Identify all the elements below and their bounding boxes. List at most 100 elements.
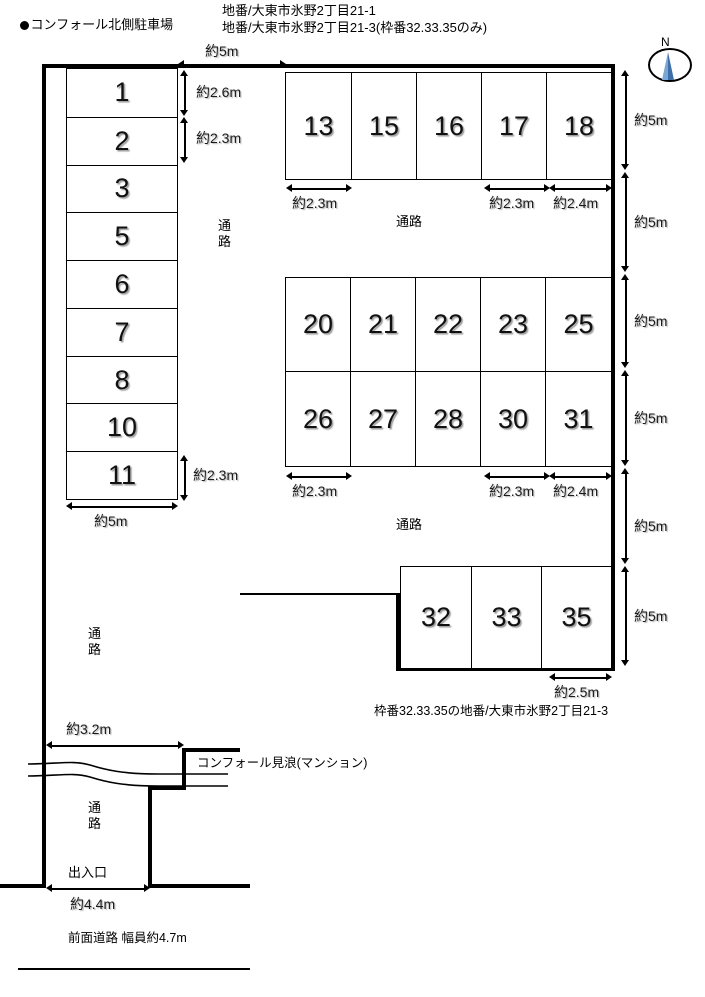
dim-label-west-block-width: 約5m [94,513,128,529]
dim-label-right-2: 約5m [634,214,668,230]
dim-arrow-right-5 [621,468,630,564]
aisle-label-top-center: 通路 [396,214,423,229]
front-road-far-edge [18,968,250,970]
parking-stall[interactable]: 16 [416,73,481,179]
parking-stall[interactable]: 25 [546,278,611,372]
parking-stall[interactable]: 33 [471,567,541,668]
parking-block-west: 1 2 3 5 6 7 8 10 11 [66,68,178,500]
aisle-label-bottom-left: 通 路 [88,800,102,832]
dim-label-north-left-width: 約2.3m [292,195,338,211]
dim-arrow-stall2-depth [180,117,189,163]
boundary-left [42,64,46,888]
dim-label-entrance: 約4.4m [70,896,116,912]
parking-stall[interactable]: 3 [67,164,177,213]
parking-block-north: 13 15 16 17 18 [285,72,612,180]
parking-stall[interactable]: 28 [416,372,481,466]
aisle-label-mid-center: 通路 [396,517,423,532]
mansion-boundary-left-lower [148,786,152,888]
parking-stall[interactable]: 26 [286,372,351,466]
dim-label-north-end-width: 約2.4m [553,195,599,211]
dim-arrow-entry-inner [46,741,184,750]
boundary-thin-west [240,593,398,595]
front-road-edge-left [0,884,46,888]
boundary-bottom-right [396,667,615,671]
parking-block-south: 32 33 35 [400,566,612,669]
compass-needle-left [662,52,668,80]
dim-label-center-left-width: 約2.3m [292,483,338,499]
compass-needle-right [668,52,674,80]
note-lot-32-33-35: 枠番32.33.35の地番/大東市氷野2丁目21-3 [374,704,609,718]
dim-arrow-center-end-width [549,472,612,481]
bullet-icon [20,20,30,30]
parking-stall[interactable]: 2 [67,116,177,165]
dim-label-stall2-depth: 約2.3m [196,130,242,146]
dim-arrow-stall1-depth [180,70,189,116]
parking-stall[interactable]: 13 [303,110,334,141]
dim-arrow-top-aisle [178,60,286,69]
dim-arrow-right-2 [621,172,630,272]
parking-stall[interactable]: 23 [481,278,546,372]
dim-arrow-center-right-width [484,472,550,481]
dim-arrow-west-block-width [66,502,178,511]
mansion-boundary-top [182,748,240,752]
dim-label-center-end-width: 約2.4m [553,483,599,499]
mansion-boundary-step [148,786,186,790]
compass-north-label: N [661,35,670,49]
dim-label-center-right-width: 約2.3m [489,483,535,499]
dim-arrow-right-4 [621,370,630,466]
parking-stall[interactable]: 27 [351,372,416,466]
parking-stall[interactable]: 11 [67,451,177,499]
parking-stall[interactable]: 22 [416,278,481,372]
parking-stall[interactable]: 18 [546,73,611,179]
dim-arrow-center-left-width [286,472,352,481]
dim-arrow-north-right-width [484,184,550,193]
dim-label-entry-inner: 約3.2m [66,721,112,737]
parking-stall[interactable]: 15 [351,73,416,179]
parking-stall[interactable]: 8 [67,355,177,404]
dim-arrow-north-end-width [549,184,612,193]
mansion-boundary-left-upper [182,748,186,790]
dim-arrow-entrance [46,884,150,893]
parking-stall[interactable]: 21 [351,278,416,372]
front-road-edge-right [148,884,250,888]
note-mansion: コンフォール見浪(マンション) [197,756,368,770]
parking-stall[interactable]: 5 [67,212,177,260]
parking-stall[interactable]: 6 [67,260,177,308]
parking-stall[interactable]: 35 [541,567,611,668]
lot-number-line-1: 地番/大東市氷野2丁目21-1 [222,3,376,18]
parking-stall[interactable]: 10 [67,403,177,451]
boundary-block-left-riser [396,593,400,671]
dim-arrow-right-3 [621,274,630,368]
parking-block-center: 20 21 22 23 25 26 27 28 30 31 [285,277,612,467]
parking-stall[interactable]: 20 [286,278,351,372]
boundary-top [42,64,615,68]
parking-stall[interactable]: 31 [563,403,594,434]
parking-stall[interactable]: 1 [114,77,130,108]
parking-stall[interactable]: 32 [420,602,452,632]
dim-label-right-4: 約5m [634,410,668,426]
parking-stall[interactable]: 7 [67,307,177,356]
dim-arrow-stall11-depth [180,455,189,501]
boundary-right [611,64,615,671]
dim-label-stall1-depth: 約2.6m [196,84,242,100]
dim-label-north-right-width: 約2.3m [489,195,535,211]
lot-number-line-2: 地番/大東市氷野2丁目21-3(枠番32.33.35のみ) [222,20,488,35]
dim-label-right-6: 約5m [634,608,668,624]
entrance-label: 出入口 [68,865,108,880]
parking-stall[interactable]: 17 [481,73,546,179]
dim-label-top-aisle: 約5m [205,43,239,59]
dim-label-right-1: 約5m [634,112,668,128]
break-line-symbol [28,761,228,787]
dim-arrow-right-1 [621,70,630,170]
aisle-label-left-lower: 通 路 [88,626,102,658]
dim-label-right-3: 約5m [634,313,668,329]
dim-arrow-right-6 [621,566,630,666]
plan-title: コンフォール北側駐車場 [30,16,174,32]
dim-arrow-north-left-width [286,184,352,193]
dim-label-south-width: 約2.5m [554,684,600,700]
plan-title-row: コンフォール北側駐車場 [6,4,173,45]
note-front-road: 前面道路 幅員約4.7m [68,931,187,945]
dim-label-stall11-depth: 約2.3m [193,467,239,483]
parking-stall[interactable]: 30 [481,372,546,466]
